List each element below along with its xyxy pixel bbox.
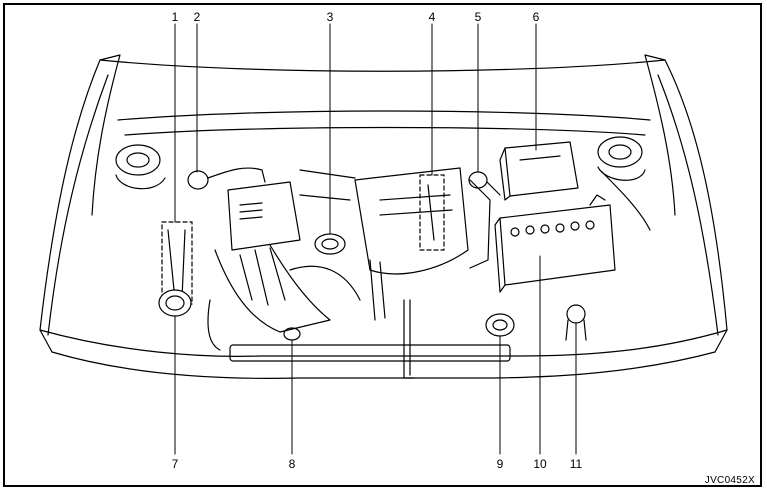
callout-labels: 1 2 3 4 5 6 7 8 9 10 11 <box>172 10 583 471</box>
callout-5: 5 <box>475 10 482 24</box>
intake-duct <box>214 244 361 333</box>
callout-1: 1 <box>172 10 179 24</box>
figure-frame <box>3 3 762 487</box>
fuse-box <box>499 141 579 201</box>
callout-7: 7 <box>172 457 179 471</box>
air-filter-housing <box>227 181 301 251</box>
radiator-cap <box>485 313 515 337</box>
callout-3: 3 <box>327 10 334 24</box>
strut-tower-left <box>115 144 166 190</box>
washer-reservoir <box>158 221 193 317</box>
callout-6: 6 <box>533 10 540 24</box>
callout-4: 4 <box>429 10 436 24</box>
hoses <box>207 169 651 379</box>
callout-11: 11 <box>570 457 583 471</box>
callout-10: 10 <box>533 457 547 471</box>
callout-9: 9 <box>497 457 504 471</box>
callout-8: 8 <box>289 457 296 471</box>
cap-8 <box>283 327 301 341</box>
engine-cover <box>299 167 491 275</box>
fender-outline <box>39 54 728 336</box>
battery <box>494 194 616 293</box>
dipstick-area <box>419 174 445 251</box>
figure-code: JVC0452X <box>704 475 755 486</box>
leader-lines <box>174 23 577 455</box>
front-panel <box>39 329 728 380</box>
oil-filler-cap <box>314 233 346 255</box>
strut-tower-right <box>597 136 646 181</box>
brake-reservoir <box>187 167 266 190</box>
callout-2: 2 <box>194 10 201 24</box>
